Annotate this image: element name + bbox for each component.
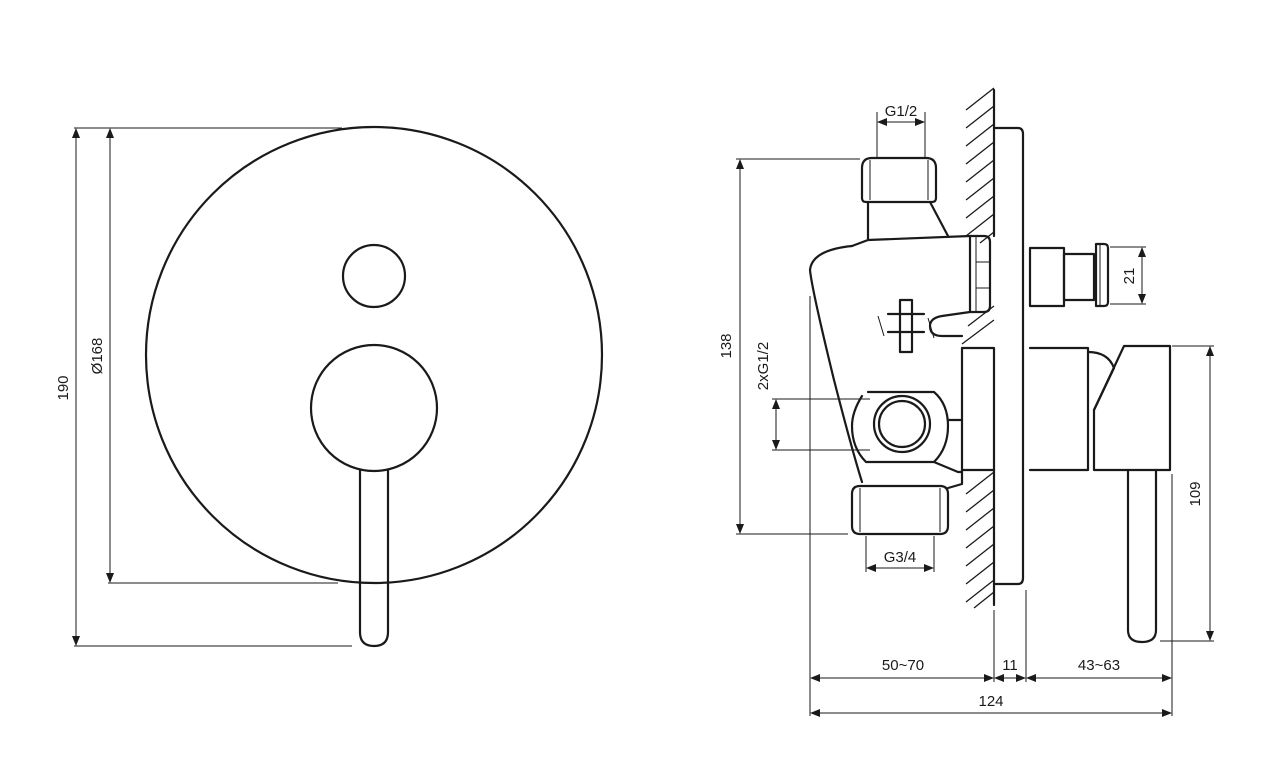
- handle-side: [1028, 344, 1172, 644]
- valve-body: [808, 156, 996, 536]
- cover-plate-side: [992, 126, 1025, 586]
- side-inlet-outer: [872, 394, 932, 454]
- side-lever: [1126, 468, 1158, 644]
- depth-in-wall-label: 50~70: [882, 657, 924, 674]
- mixer-cartridge: [960, 346, 996, 472]
- total-depth-label: 124: [978, 693, 1003, 710]
- bottom-outlet: [850, 484, 950, 536]
- side-view: G1/2 138 2xG1/2 G3/4 21 109 50~70: [718, 87, 1214, 717]
- cover-plate: [144, 125, 604, 585]
- hub-sleeve: [1028, 346, 1090, 472]
- diverter-spout: [1028, 242, 1110, 308]
- overall-height-label: 190: [55, 375, 72, 400]
- lever-height-label: 109: [1187, 481, 1204, 506]
- plate-thickness-label: 11: [1002, 657, 1018, 674]
- front-view: 190 Ø168: [55, 125, 604, 648]
- handle-hub: [309, 343, 439, 473]
- top-inlet-thread-label: G1/2: [885, 103, 918, 120]
- wall-hatch-bottom: [965, 471, 995, 609]
- spout-diameter-label: 21: [1121, 268, 1138, 285]
- body-flange: [968, 234, 992, 314]
- wall-hatch-top: [961, 87, 995, 345]
- bottom-outlet-thread-label: G3/4: [884, 549, 917, 566]
- projection-label: 43~63: [1078, 657, 1120, 674]
- handle-head: [1092, 344, 1172, 472]
- side-inlets-thread-label: 2xG1/2: [755, 342, 772, 390]
- body-height-label: 138: [718, 333, 735, 358]
- side-inlet-inner: [877, 399, 927, 449]
- body-outline: [808, 244, 864, 484]
- plate-diameter-label: Ø168: [89, 338, 106, 375]
- top-inlet: [860, 156, 938, 204]
- wall-section: [961, 87, 996, 609]
- diverter-knob: [341, 243, 407, 309]
- front-lever: [358, 468, 390, 648]
- screw-symbol: [898, 298, 914, 354]
